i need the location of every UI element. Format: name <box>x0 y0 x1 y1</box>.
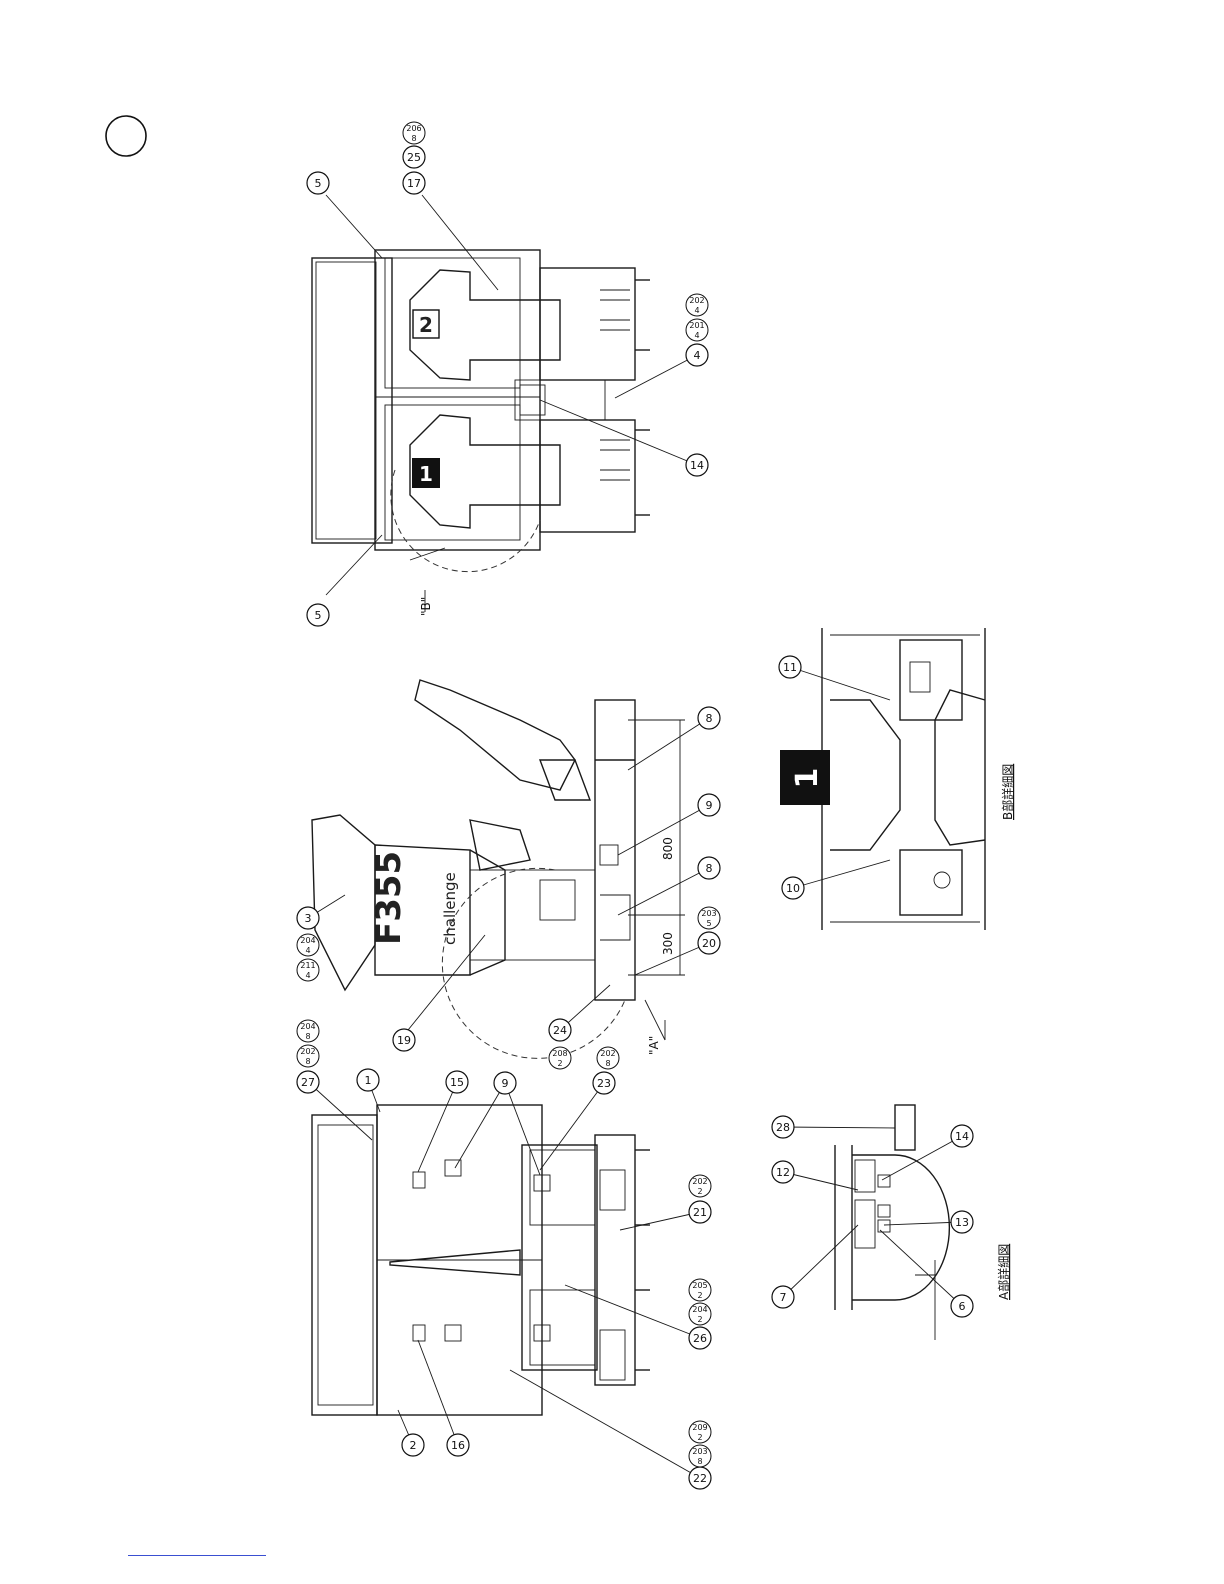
front-callout-21-label: 21 <box>693 1206 707 1219</box>
front-callout-1-label: 1 <box>365 1074 372 1087</box>
front-ref-h-num: 209 <box>692 1423 707 1432</box>
detail-b-callout-11-label: 11 <box>783 661 797 674</box>
side-ref-203-qty: 5 <box>706 919 711 928</box>
dimension-800: 800 <box>661 837 675 860</box>
dimension-300: 300 <box>661 932 675 955</box>
side-callout-8-top-label: 8 <box>706 712 713 725</box>
front-ref-f-qty: 2 <box>697 1291 702 1300</box>
rear-ref-201-qty: 4 <box>694 331 699 340</box>
front-callout-26-label: 26 <box>693 1332 707 1345</box>
front-ref-a-num: 202 <box>300 1047 315 1056</box>
detail-a-callout-7-label: 7 <box>780 1291 787 1304</box>
rear-ref-206-qty: 8 <box>411 134 416 143</box>
page-marker-circle <box>106 116 146 156</box>
front-ref-d-qty: 2 <box>697 1187 702 1196</box>
rear-callout-25-label: 25 <box>407 151 421 164</box>
side-callout-8-bottom-label: 8 <box>706 862 713 875</box>
side-ref-211-qty: 4 <box>305 971 310 980</box>
detail-a-callout-14-label: 14 <box>955 1130 969 1143</box>
detail-a-title: A部詳細図 <box>996 1244 1011 1300</box>
rear-view: 2 1 "B" <box>307 122 708 626</box>
front-ref-h-qty: 2 <box>697 1433 702 1442</box>
rear-ref-202-qty: 4 <box>694 306 699 315</box>
detail-b-callout-10-label: 10 <box>786 882 800 895</box>
front-callout-16-label: 16 <box>451 1439 465 1452</box>
rear-ref-202-num: 202 <box>689 296 704 305</box>
detail-a-callout-12-label: 12 <box>776 1166 790 1179</box>
brand-text: F355 <box>369 851 409 945</box>
front-ref-f-num: 205 <box>692 1281 707 1290</box>
side-ref-208-qty: 2 <box>557 1059 562 1068</box>
footer-link-underline[interactable] <box>128 1555 266 1556</box>
front-callout-27-label: 27 <box>301 1076 315 1089</box>
detail-b: 1 B部詳細図 11 10 <box>779 628 1015 930</box>
front-callout-9-label: 9 <box>502 1077 509 1090</box>
brand-subtitle: challenge <box>441 872 459 945</box>
detail-a-callout-28-label: 28 <box>776 1121 790 1134</box>
side-ref-204-qty: 4 <box>305 946 310 955</box>
rear-callout-17-label: 17 <box>407 177 421 190</box>
rear-ref-206-num: 206 <box>406 124 421 133</box>
front-callout-2-label: 2 <box>410 1439 417 1452</box>
front-ref-b-qty: 8 <box>305 1032 310 1041</box>
side-ref-202-num: 202 <box>600 1049 615 1058</box>
side-ref-203-num: 203 <box>701 909 716 918</box>
side-ref-204-num: 204 <box>300 936 315 945</box>
front-ref-e-num: 204 <box>692 1305 707 1314</box>
front-ref-g-num: 203 <box>692 1447 707 1456</box>
side-callout-3-label: 3 <box>305 912 312 925</box>
side-callout-19-label: 19 <box>397 1034 411 1047</box>
seat-number-1: 1 <box>419 462 433 486</box>
side-callout-9-label: 9 <box>706 799 713 812</box>
detail-a-callout-6-label: 6 <box>959 1300 966 1313</box>
front-ref-e-qty: 2 <box>697 1315 702 1324</box>
seat-number-2: 2 <box>419 313 433 337</box>
side-callout-20-label: 20 <box>702 937 716 950</box>
rear-callout-5-top-label: 5 <box>315 177 322 190</box>
rear-callout-14-label: 14 <box>690 459 704 472</box>
front-ref-a-qty: 8 <box>305 1057 310 1066</box>
side-ref-202-qty: 8 <box>605 1059 610 1068</box>
front-view: 27 1 15 9 23 21 26 16 2 22 202 8 204 <box>297 1020 711 1489</box>
rear-callout-5-bottom-label: 5 <box>315 609 322 622</box>
side-ref-208-num: 208 <box>552 1049 567 1058</box>
front-ref-g-qty: 8 <box>697 1457 702 1466</box>
rear-callout-4-label: 4 <box>694 349 701 362</box>
detail-a: A部詳細図 28 12 14 7 13 6 <box>772 1105 1011 1340</box>
rear-ref-201-num: 201 <box>689 321 704 330</box>
detail-b-seat-number: 1 <box>790 768 825 789</box>
front-ref-d-num: 202 <box>692 1177 707 1186</box>
front-callout-22-label: 22 <box>693 1472 707 1485</box>
front-callout-23-label: 23 <box>597 1077 611 1090</box>
front-ref-b-num: 204 <box>300 1022 315 1031</box>
view-marker-a: "A" <box>647 1036 661 1055</box>
detail-b-title: B部詳細図 <box>1000 764 1015 820</box>
view-marker-b: "B" <box>419 597 433 616</box>
side-ref-211-num: 211 <box>300 961 315 970</box>
detail-a-callout-13-label: 13 <box>955 1216 969 1229</box>
side-view: F355 challenge 800 300 "A" 3 8 9 <box>297 680 720 1069</box>
side-callout-24-label: 24 <box>553 1024 567 1037</box>
front-callout-15-label: 15 <box>450 1076 464 1089</box>
